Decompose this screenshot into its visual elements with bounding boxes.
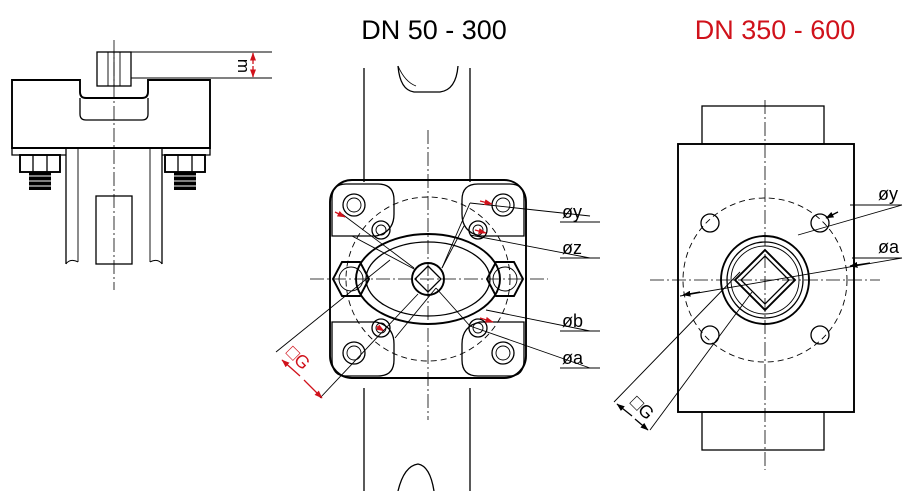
label-g-large: □G xyxy=(626,392,658,424)
dim-m-label: m xyxy=(234,59,253,73)
label-g-small: □G xyxy=(282,342,314,374)
bolt-holes xyxy=(342,193,515,365)
rectangular-body xyxy=(677,143,855,413)
top-flange xyxy=(11,79,211,149)
label-oa-small: øa xyxy=(562,348,584,368)
label-oy-small: øy xyxy=(562,202,582,222)
flange-view-large: øy øa □G xyxy=(613,100,903,470)
label-ob-small: øb xyxy=(562,311,583,331)
label-oa-large: øa xyxy=(878,237,900,257)
label-oz-small: øz xyxy=(562,238,582,258)
bolt-holes-large xyxy=(700,213,830,345)
label-oy-large: øy xyxy=(878,184,898,204)
heading-dn-350-600: DN 350 - 600 xyxy=(695,15,856,45)
flange-view-small: øy øz øb øa □G xyxy=(275,65,600,491)
heading-dn-50-300: DN 50 - 300 xyxy=(361,15,507,45)
side-view: m xyxy=(11,40,272,290)
right-nut xyxy=(164,154,206,190)
left-nut xyxy=(19,154,61,190)
